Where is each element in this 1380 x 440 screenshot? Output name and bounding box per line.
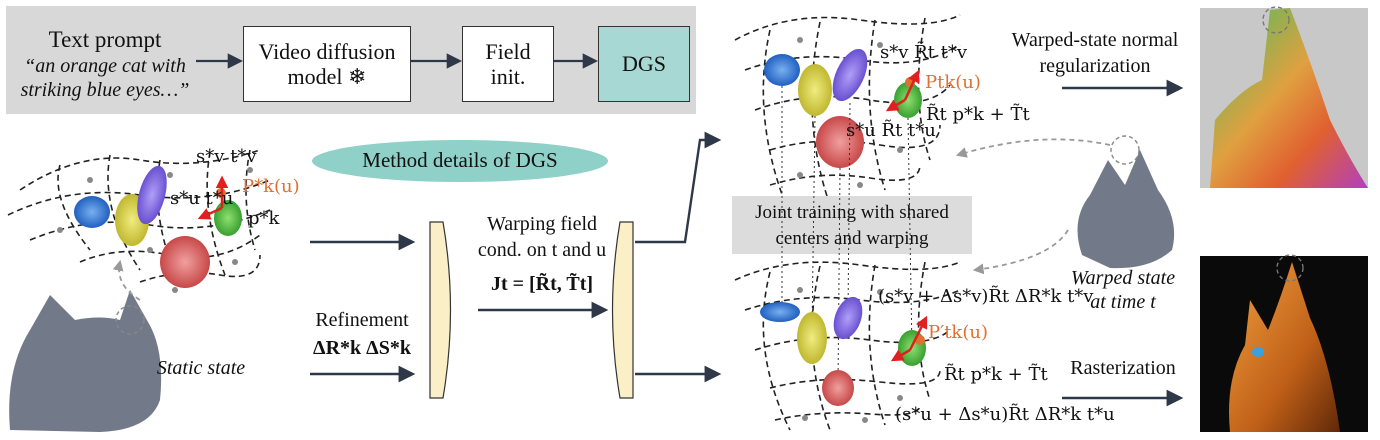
normal-reg-line1: Warped-state normal bbox=[1011, 29, 1179, 51]
rasterization-label: Rasterization bbox=[1070, 357, 1176, 379]
warping-line3: Jt = [R̃t, T̃t] bbox=[490, 273, 594, 295]
prompt-text-line1: “an orange cat with bbox=[24, 55, 186, 77]
shared-center-lines bbox=[781, 86, 913, 387]
warped-top-sv: s*v R̃t t*v bbox=[880, 42, 968, 63]
warped-bottom-grid bbox=[734, 261, 961, 431]
warped-bottom-sv: (s*v + Δs*v)R̃t ΔR*k t*v bbox=[878, 286, 1094, 307]
static-state-label: Static state bbox=[156, 357, 246, 379]
method-details-label: Method details of DGS bbox=[362, 148, 558, 172]
video-model-line1: Video diffusion bbox=[258, 38, 396, 64]
warped-state-line1: Warped state bbox=[1070, 267, 1176, 289]
static-cat-cloud bbox=[9, 290, 162, 432]
video-model-line2: model ❄ bbox=[287, 64, 367, 89]
refinement-line1: Refinement bbox=[315, 309, 409, 331]
warping-line1: Warping field bbox=[486, 213, 598, 235]
warped-top-pk-t: Ptk(u) bbox=[925, 72, 981, 93]
method-details-ellipse bbox=[312, 140, 608, 182]
prompt-label: Text prompt bbox=[48, 27, 162, 52]
arrow-warped-to-top bbox=[955, 138, 1111, 158]
static-sv-tv: s*v t*v bbox=[196, 146, 257, 167]
refinement-line2: ΔR*k ΔS*k bbox=[313, 337, 411, 359]
static-gaussians bbox=[57, 165, 253, 293]
joint-training-line1: Joint training with shared bbox=[755, 202, 949, 223]
static-su-tu: s*u t*u bbox=[170, 188, 234, 209]
video-diffusion-box: Video diffusion model ❄ bbox=[243, 26, 411, 102]
static-pk-u: P*k(u) bbox=[242, 176, 300, 197]
arrow-field-top bbox=[635, 131, 722, 244]
arrow-cat-to-grid bbox=[112, 259, 141, 301]
field-left-shape bbox=[429, 221, 452, 399]
rendered-cat-image bbox=[1200, 254, 1368, 432]
static-pk: p*k bbox=[248, 208, 280, 229]
joint-training-line2: centers and warping bbox=[775, 228, 929, 249]
joint-training-panel bbox=[732, 196, 972, 254]
field-init-box: Field init. bbox=[462, 26, 554, 102]
field-init-line2: init. bbox=[490, 64, 526, 89]
dgs-box: DGS bbox=[598, 26, 690, 102]
warped-cat-cloud bbox=[1077, 135, 1175, 269]
warped-bottom-rp-t: R̃t p*k + T̃t bbox=[944, 364, 1048, 385]
warped-top-grid bbox=[734, 14, 961, 216]
field-init-line1: Field bbox=[485, 38, 531, 64]
normal-map-image bbox=[1200, 6, 1368, 188]
prompt-text-line2: striking blue eyes…” bbox=[20, 79, 190, 101]
warped-bottom-pk-t: P′tk(u) bbox=[928, 322, 988, 343]
dgs-label: DGS bbox=[621, 51, 666, 77]
arrow-warped-to-bottom bbox=[972, 229, 1069, 275]
warped-top-rp-t: R̃t p*k + T̃t bbox=[926, 104, 1030, 125]
warped-bottom-su: (s*u + Δs*u)R̃t ΔR*k t*u bbox=[895, 404, 1115, 425]
warped-state-line2: at time t bbox=[1090, 291, 1156, 313]
warping-line2: cond. on t and u bbox=[477, 239, 607, 261]
normal-reg-line2: regularization bbox=[1039, 55, 1151, 77]
warped-bottom-gaussians bbox=[760, 287, 928, 423]
warped-top-su: s*u R̃t t*u bbox=[846, 120, 936, 141]
field-right-shape bbox=[611, 221, 634, 399]
warped-top-gaussians bbox=[764, 37, 922, 188]
